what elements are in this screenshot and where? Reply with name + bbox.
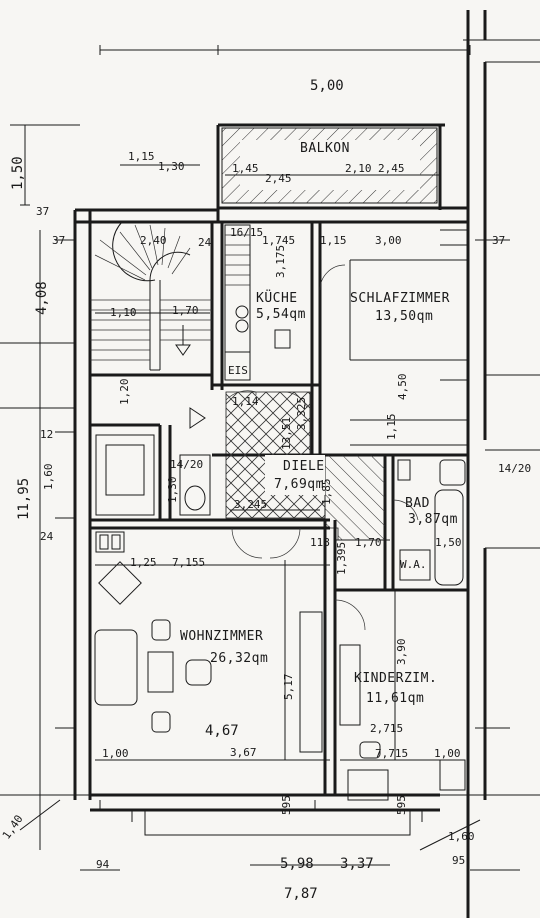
wohnzimmer-area: 26,32qm: [210, 651, 268, 666]
dim-37-r: 37: [492, 234, 505, 247]
dim-115-b: 1,15: [385, 414, 398, 441]
schlafzimmer-area: 13,50qm: [375, 309, 433, 324]
bedroom-furniture: [349, 229, 469, 446]
kinderzimmer-label: KINDERZIM.: [354, 671, 437, 686]
dim-3245: 3,245: [234, 498, 267, 511]
dim-185: 1,85: [320, 479, 333, 506]
balkon-label-bg: [240, 140, 420, 190]
diele-floor-ext: [324, 454, 386, 541]
dim-337: 3,37: [340, 856, 374, 872]
dim-390: 3,90: [395, 639, 408, 666]
dimension-lines: [10, 45, 520, 871]
dim-140: 1,40: [0, 813, 26, 842]
bad-label: BAD: [405, 496, 430, 511]
dim-1745: 1,745: [262, 234, 295, 247]
dim-408: 4,08: [34, 281, 50, 315]
dim-787: 7,87: [284, 886, 318, 902]
wohnzimmer-label: WOHNZIMMER: [180, 629, 263, 644]
kinderzimmer-area: 11,61qm: [366, 691, 424, 706]
kinder-furniture: [339, 644, 466, 801]
kueche-label: KÜCHE: [256, 289, 298, 306]
dim-110: 1,10: [110, 306, 137, 319]
interior-walls: [90, 222, 468, 795]
dim-170-b: 1,70: [355, 536, 382, 549]
dim-114: 1,14: [232, 395, 259, 408]
dim-130-b: 1,30: [166, 477, 179, 504]
dim-37-tl: 37: [36, 205, 49, 218]
dim-210: 2,10: [345, 162, 372, 175]
dim-367: 3,67: [230, 746, 257, 759]
bad-area: 3,87qm: [408, 512, 458, 527]
dim-145: 1,45: [232, 162, 259, 175]
dim-3175: 3,175: [274, 245, 287, 278]
dim-245a: 2,45: [265, 172, 292, 185]
dim-240: 2,40: [140, 234, 167, 247]
balkon-label: BALKON: [300, 141, 350, 156]
kueche-area: 5,54qm: [256, 307, 306, 322]
dim-1420-a: 14/20: [170, 458, 203, 471]
wa-label: W.A.: [400, 558, 427, 571]
kitchen-fixtures: [224, 224, 291, 381]
dim-1395: 1,395: [335, 542, 348, 575]
dim-balkon-depth: 1,50: [10, 156, 26, 190]
dim-balkon-width: 5,00: [310, 78, 344, 94]
exterior-walls: [73, 123, 468, 836]
dim-595-a: 595: [280, 795, 293, 815]
dim-160: 1,60: [42, 464, 55, 491]
dim-1420-b: 14/20: [498, 462, 531, 475]
dim-517: 5,17: [282, 674, 295, 701]
dim-7155: 7,155: [172, 556, 205, 569]
dim-467: 4,67: [205, 723, 239, 739]
dim-24-b: 24: [40, 530, 54, 543]
dim-118: 118: [310, 536, 330, 549]
diele-label-bg: [265, 455, 325, 495]
dim-100-a: 1,00: [102, 747, 129, 760]
dim-24: 24: [198, 236, 212, 249]
dim-598: 5,98: [280, 856, 314, 872]
schlafzimmer-label: SCHLAFZIMMER: [350, 291, 450, 306]
dim-94: 94: [96, 858, 110, 871]
dim-3325: 3,325: [295, 397, 308, 430]
dim-115-a: 1,15: [320, 234, 347, 247]
living-furniture: [94, 531, 323, 810]
dim-12: 12: [40, 428, 53, 441]
dim-7715: 7,715: [375, 747, 408, 760]
dim-125: 1,25: [130, 556, 157, 569]
dim-100-b: 1,00: [434, 747, 461, 760]
dim-150: 1,50: [435, 536, 462, 549]
door-swings: [225, 264, 419, 631]
dim-120: 1,20: [118, 379, 131, 406]
dim-95: 95: [452, 854, 465, 867]
diele-label: DIELE: [283, 459, 325, 474]
dim-37-l: 37: [52, 234, 65, 247]
dim-1615: 16/15: [230, 226, 263, 239]
diele-area: 7,69qm: [274, 477, 324, 492]
hall-fixtures: [95, 407, 211, 516]
dim-1195: 11,95: [16, 478, 32, 520]
dim-130: 1,30: [158, 160, 185, 173]
dim-245b: 2,45: [378, 162, 405, 175]
dim-115: 1,15: [128, 150, 155, 163]
dim-1351: 13,51: [280, 417, 293, 450]
dim-450: 4,50: [396, 374, 409, 401]
dim-2715: 2,715: [370, 722, 403, 735]
dim-160-b: 1,60: [448, 830, 475, 843]
dim-595-b: 595: [395, 795, 408, 815]
bathroom-fixtures: [397, 459, 466, 586]
dim-300: 3,00: [375, 234, 402, 247]
eis-label: EIS: [228, 364, 248, 377]
neighbour-walls: [0, 10, 540, 918]
dim-170: 1,70: [172, 304, 199, 317]
staircase: [89, 221, 212, 371]
